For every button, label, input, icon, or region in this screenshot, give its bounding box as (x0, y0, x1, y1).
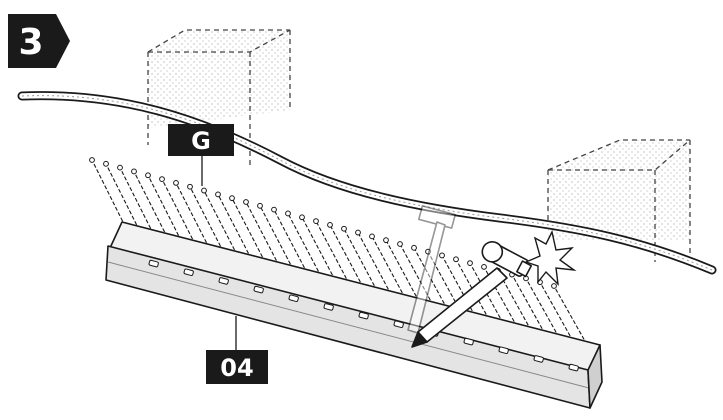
spike-tip (327, 222, 333, 228)
spike-tip (439, 252, 445, 259)
spike (147, 175, 185, 247)
spike-tip (397, 241, 403, 247)
spike (539, 281, 577, 347)
rail-slot (393, 320, 404, 328)
right-post-ghost (547, 139, 691, 262)
spike-tip (173, 180, 179, 186)
spike (273, 209, 311, 279)
spike (259, 205, 297, 276)
spike (525, 278, 563, 344)
spike (441, 255, 479, 322)
spike (175, 182, 213, 254)
spike-tip (313, 218, 319, 224)
spike (413, 247, 451, 315)
spike-tip (481, 264, 487, 270)
spike (301, 217, 339, 286)
rail-slot (218, 277, 229, 285)
spike-tip (257, 202, 263, 209)
left-post-ghost (147, 29, 291, 168)
spike (371, 236, 409, 304)
step-number: 3 (18, 22, 43, 63)
rail-slot (463, 337, 474, 346)
spike (231, 197, 269, 269)
spike-tip (145, 172, 151, 179)
spike-tip (103, 160, 109, 167)
spike (217, 194, 255, 265)
spike-tip (131, 168, 137, 175)
rail-slot (533, 355, 544, 363)
spike-tip (341, 225, 347, 232)
spike-tip (271, 206, 277, 213)
spike-tip (215, 191, 221, 198)
rail-slots (148, 259, 579, 372)
hammer-icon (407, 205, 533, 348)
spike (189, 186, 227, 258)
spike-tip (383, 237, 389, 244)
spike-tip (229, 195, 235, 202)
spike-tip (355, 229, 361, 236)
spike (161, 178, 199, 251)
spike (203, 190, 241, 261)
rail-slot (288, 294, 299, 302)
callout-g: G (168, 124, 234, 186)
rail-slot (183, 268, 194, 276)
spike (119, 167, 157, 240)
spike (469, 262, 507, 329)
spike-tip (453, 256, 459, 263)
spike-tip (299, 214, 305, 221)
spike-tip (285, 210, 291, 217)
spike (91, 159, 129, 233)
rail-slot (568, 363, 579, 372)
spike (133, 171, 171, 243)
spike-tip (117, 164, 123, 171)
spike (357, 232, 395, 301)
rail-slot (253, 285, 264, 294)
spike (511, 274, 549, 340)
callout-g-label: G (191, 127, 211, 155)
spike-tip (425, 248, 431, 255)
spike-tip (201, 187, 207, 194)
step-badge: 3 (8, 14, 70, 68)
rail-slot (498, 346, 509, 354)
callout-04: 04 (206, 316, 268, 384)
spike (287, 213, 325, 283)
spike (553, 285, 591, 351)
spike-tip (243, 199, 249, 205)
spike-tip (411, 244, 417, 251)
spike-tip (159, 176, 165, 182)
spike-tip (369, 233, 375, 240)
rail-slot (358, 311, 369, 320)
spike (105, 163, 143, 236)
callout-04-label: 04 (220, 354, 253, 382)
rail-slot (323, 303, 334, 311)
spike-tip (89, 157, 95, 163)
spike (399, 243, 437, 311)
impact-burst-icon (524, 229, 577, 286)
spike (497, 270, 535, 336)
spike (315, 220, 353, 290)
spike (245, 201, 283, 272)
rail-slot (148, 259, 159, 268)
cable-g (17, 91, 717, 275)
base-rail-04 (105, 221, 603, 409)
spike (329, 224, 367, 294)
spike-tip (551, 283, 557, 289)
spike-tip (467, 260, 473, 266)
spike-tip (187, 183, 193, 190)
spike (343, 228, 381, 297)
spike (385, 239, 423, 308)
